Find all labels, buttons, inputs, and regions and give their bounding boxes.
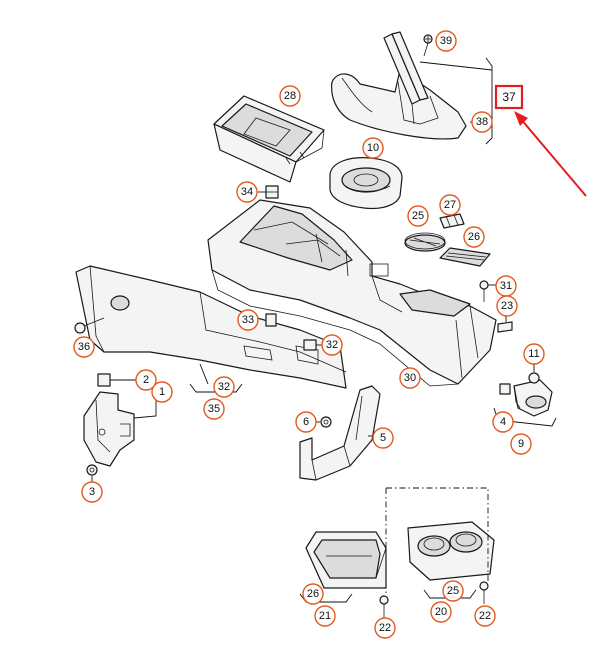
part-27-clip (439, 213, 465, 229)
callout-25a[interactable]: 25 (407, 205, 429, 227)
svg-text:37: 37 (502, 90, 516, 104)
part-22-screw-left (379, 595, 389, 618)
callout-36[interactable]: 36 (73, 336, 95, 358)
callout-5[interactable]: 5 (372, 427, 394, 449)
callout-22b[interactable]: 22 (474, 605, 496, 627)
callout-3[interactable]: 3 (81, 481, 103, 503)
svg-text:1: 1 (159, 386, 165, 398)
callout-31[interactable]: 31 (495, 275, 517, 297)
svg-text:28: 28 (284, 90, 296, 102)
svg-text:23: 23 (501, 300, 513, 312)
svg-text:33: 33 (242, 314, 254, 326)
svg-text:35: 35 (208, 403, 220, 415)
svg-text:31: 31 (500, 280, 512, 292)
svg-text:32: 32 (326, 339, 338, 351)
svg-text:26: 26 (307, 588, 319, 600)
guide-line-right (386, 487, 489, 582)
callout-4[interactable]: 4 (492, 411, 514, 433)
svg-text:36: 36 (78, 341, 90, 353)
svg-text:39: 39 (440, 35, 452, 47)
callout-26a[interactable]: 26 (463, 226, 485, 248)
svg-text:11: 11 (528, 348, 539, 360)
callout-6[interactable]: 6 (295, 411, 317, 433)
svg-text:38: 38 (476, 116, 488, 128)
callout-33[interactable]: 33 (237, 309, 259, 331)
svg-text:22: 22 (479, 610, 491, 622)
callout-9[interactable]: 9 (510, 433, 532, 455)
bracket-21 (299, 593, 353, 603)
callout-22a[interactable]: 22 (374, 617, 396, 639)
part-9-lever-bracket (499, 372, 553, 417)
svg-text:21: 21 (319, 610, 331, 622)
part-3-nut (86, 464, 98, 476)
part-1-bracket (83, 373, 135, 467)
callout-1[interactable]: 1 (151, 381, 173, 403)
svg-text:10: 10 (367, 142, 379, 154)
part-36-screw (74, 317, 105, 334)
part-32-clip (303, 339, 317, 351)
callout-25b[interactable]: 25 (442, 580, 464, 602)
highlight-box-37 (494, 84, 524, 110)
part-23-bracket (497, 321, 513, 333)
part-30-center-console (207, 199, 497, 387)
svg-text:5: 5 (380, 432, 386, 444)
svg-text:20: 20 (435, 606, 447, 618)
part-33-clip (265, 313, 277, 327)
svg-text:25: 25 (447, 585, 459, 597)
leader-37a (419, 61, 493, 71)
part-39-screw (423, 34, 433, 57)
part-6-nut (320, 416, 332, 428)
svg-text:9: 9 (518, 438, 524, 450)
part-5-support-bracket (299, 385, 381, 481)
callout-39[interactable]: 39 (435, 30, 457, 52)
callout-28[interactable]: 28 (279, 85, 301, 107)
callout-11[interactable]: 11 (523, 343, 545, 365)
callout-32b[interactable]: 32 (213, 376, 235, 398)
part-10-shift-boot (329, 157, 403, 210)
callout-23[interactable]: 23 (496, 295, 518, 317)
bracket-37 (485, 57, 493, 145)
svg-text:4: 4 (500, 416, 506, 428)
svg-text:26: 26 (468, 231, 480, 243)
highlight-arrow (514, 111, 587, 197)
svg-text:30: 30 (404, 372, 416, 384)
callout-34[interactable]: 34 (236, 181, 258, 203)
svg-text:22: 22 (379, 622, 391, 634)
part-20-cup-holder (407, 521, 495, 581)
callout-2[interactable]: 2 (135, 369, 157, 391)
svg-text:34: 34 (241, 186, 253, 198)
callout-38[interactable]: 38 (471, 111, 493, 133)
callout-27[interactable]: 27 (439, 194, 461, 216)
part-37-shift-surround (331, 31, 467, 140)
part-21-lower-tray (305, 531, 387, 589)
part-31-screw (479, 280, 489, 302)
side-trim-panel (75, 265, 347, 389)
svg-text:3: 3 (89, 486, 95, 498)
callout-10[interactable]: 10 (362, 137, 384, 159)
part-28-storage-tray (213, 95, 325, 183)
callout-30[interactable]: 30 (399, 367, 421, 389)
callout-37[interactable]: 37 (502, 90, 516, 104)
svg-text:27: 27 (444, 199, 456, 211)
callout-20[interactable]: 20 (430, 601, 452, 623)
leader-32b (199, 363, 209, 385)
part-25-round-pad (404, 232, 446, 252)
svg-text:2: 2 (143, 374, 149, 386)
callout-21[interactable]: 21 (314, 605, 336, 627)
callout-35[interactable]: 35 (203, 398, 225, 420)
svg-text:32: 32 (218, 381, 230, 393)
part-34-clip (265, 185, 279, 199)
callout-32a[interactable]: 32 (321, 334, 343, 356)
svg-text:6: 6 (303, 416, 309, 428)
part-22-screw-right (479, 581, 489, 604)
callout-26b[interactable]: 26 (302, 583, 324, 605)
svg-text:25: 25 (412, 210, 424, 222)
part-26-rect-pad (439, 247, 491, 267)
